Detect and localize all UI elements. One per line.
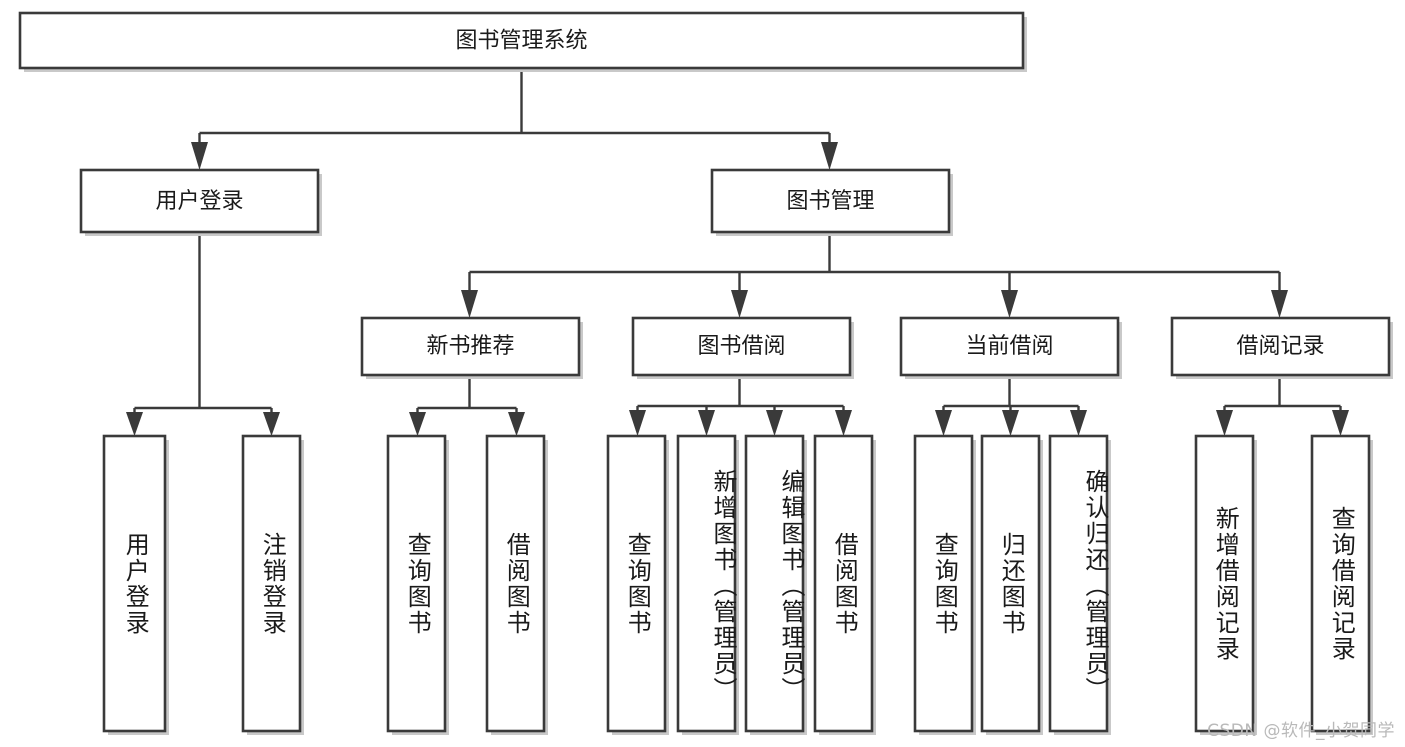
leaf-cb-1-rect <box>980 434 1041 733</box>
node-book-management-label: 图书管理 <box>786 189 874 214</box>
node-book-borrow[interactable]: 图书借阅 <box>631 316 854 379</box>
node-book-management[interactable]: 图书管理 <box>710 168 953 236</box>
node-borrow-record-rect <box>1170 316 1391 377</box>
leaf-nbr-1-rect <box>485 434 546 733</box>
arrowhead-new-book-recommend <box>461 290 478 318</box>
connector-group-book-mgmt <box>461 232 1288 318</box>
arrowhead-leaf-cb-0 <box>935 410 952 436</box>
connector-group-root <box>191 68 838 170</box>
leaf-box-user-login-1[interactable] <box>241 434 304 735</box>
node-book-borrow-label: 图书借阅 <box>697 334 785 359</box>
node-root-label: 图书管理系统 <box>455 29 587 54</box>
node-user-login-rect <box>79 168 320 234</box>
leaf-box-nbr-0[interactable] <box>386 434 449 735</box>
connector-group-user-login <box>126 232 280 436</box>
leaf-user-login-1-rect <box>241 434 302 733</box>
arrowhead-user-login <box>191 142 208 170</box>
node-new-book-recommend[interactable]: 新书推荐 <box>360 316 583 379</box>
leaf-box-bb-0[interactable] <box>606 434 669 735</box>
arrowhead-book-borrow <box>731 290 748 318</box>
leaf-cb-2-rect <box>1048 434 1109 733</box>
node-borrow-record-label: 借阅记录 <box>1236 334 1324 359</box>
arrowhead-leaf-nbr-0 <box>409 412 426 436</box>
connector-group-book-borrow <box>629 375 852 436</box>
leaf-box-user-login-0[interactable] <box>102 434 169 735</box>
arrowhead-leaf-user-login-1 <box>263 412 280 436</box>
connector-group-new-book-recommend <box>409 375 525 436</box>
leaf-user-login-0-rect <box>102 434 167 733</box>
leaf-bb-2-rect <box>744 434 805 733</box>
arrowhead-leaf-user-login-0 <box>126 412 143 436</box>
leaf-box-br-0[interactable] <box>1194 434 1257 735</box>
leaf-box-br-1[interactable] <box>1310 434 1373 735</box>
leaf-bb-1-rect <box>676 434 737 733</box>
arrowhead-leaf-cb-2 <box>1070 410 1087 436</box>
leaf-bb-0-rect <box>606 434 667 733</box>
node-current-borrow-label: 当前借阅 <box>965 334 1053 359</box>
node-new-book-recommend-rect <box>360 316 581 377</box>
node-borrow-record[interactable]: 借阅记录 <box>1170 316 1393 379</box>
connector-group-current-borrow <box>935 375 1087 436</box>
node-user-login[interactable]: 用户登录 <box>79 168 322 236</box>
leaf-box-cb-2[interactable] <box>1048 434 1111 735</box>
node-book-borrow-rect <box>631 316 852 377</box>
leaf-box-nbr-1[interactable] <box>485 434 548 735</box>
leaf-br-0-rect <box>1194 434 1255 733</box>
node-root-rect <box>18 11 1025 70</box>
arrowhead-leaf-br-0 <box>1216 410 1233 436</box>
arrowhead-leaf-nbr-1 <box>508 412 525 436</box>
node-new-book-recommend-label: 新书推荐 <box>426 334 514 359</box>
arrowhead-leaf-bb-0 <box>629 410 646 436</box>
arrowhead-leaf-bb-2 <box>766 410 783 436</box>
arrowhead-leaf-cb-1 <box>1002 410 1019 436</box>
node-current-borrow-rect <box>899 316 1120 377</box>
node-book-management-rect <box>710 168 951 234</box>
leaf-bb-3-rect <box>813 434 874 733</box>
leaf-box-cb-0[interactable] <box>913 434 976 735</box>
arrowhead-borrow-record <box>1271 290 1288 318</box>
arrowhead-leaf-bb-1 <box>698 410 715 436</box>
node-current-borrow[interactable]: 当前借阅 <box>899 316 1122 379</box>
leaf-box-bb-1[interactable] <box>676 434 739 735</box>
leaf-box-bb-3[interactable] <box>813 434 876 735</box>
leaf-br-1-rect <box>1310 434 1371 733</box>
leaf-box-cb-1[interactable] <box>980 434 1043 735</box>
leaf-nbr-0-rect <box>386 434 447 733</box>
connector-group-borrow-record <box>1216 375 1349 436</box>
arrowhead-leaf-bb-3 <box>835 410 852 436</box>
arrowhead-current-borrow <box>1001 290 1018 318</box>
node-root[interactable]: 图书管理系统 <box>18 11 1027 72</box>
arrowhead-book-mgmt <box>821 142 838 170</box>
node-user-login-label: 用户登录 <box>155 189 243 214</box>
arrowhead-leaf-br-1 <box>1332 410 1349 436</box>
csdn-watermark: CSDN @软件_小贺同学 <box>1207 721 1395 741</box>
leaf-cb-0-rect <box>913 434 974 733</box>
leaf-box-bb-2[interactable] <box>744 434 807 735</box>
